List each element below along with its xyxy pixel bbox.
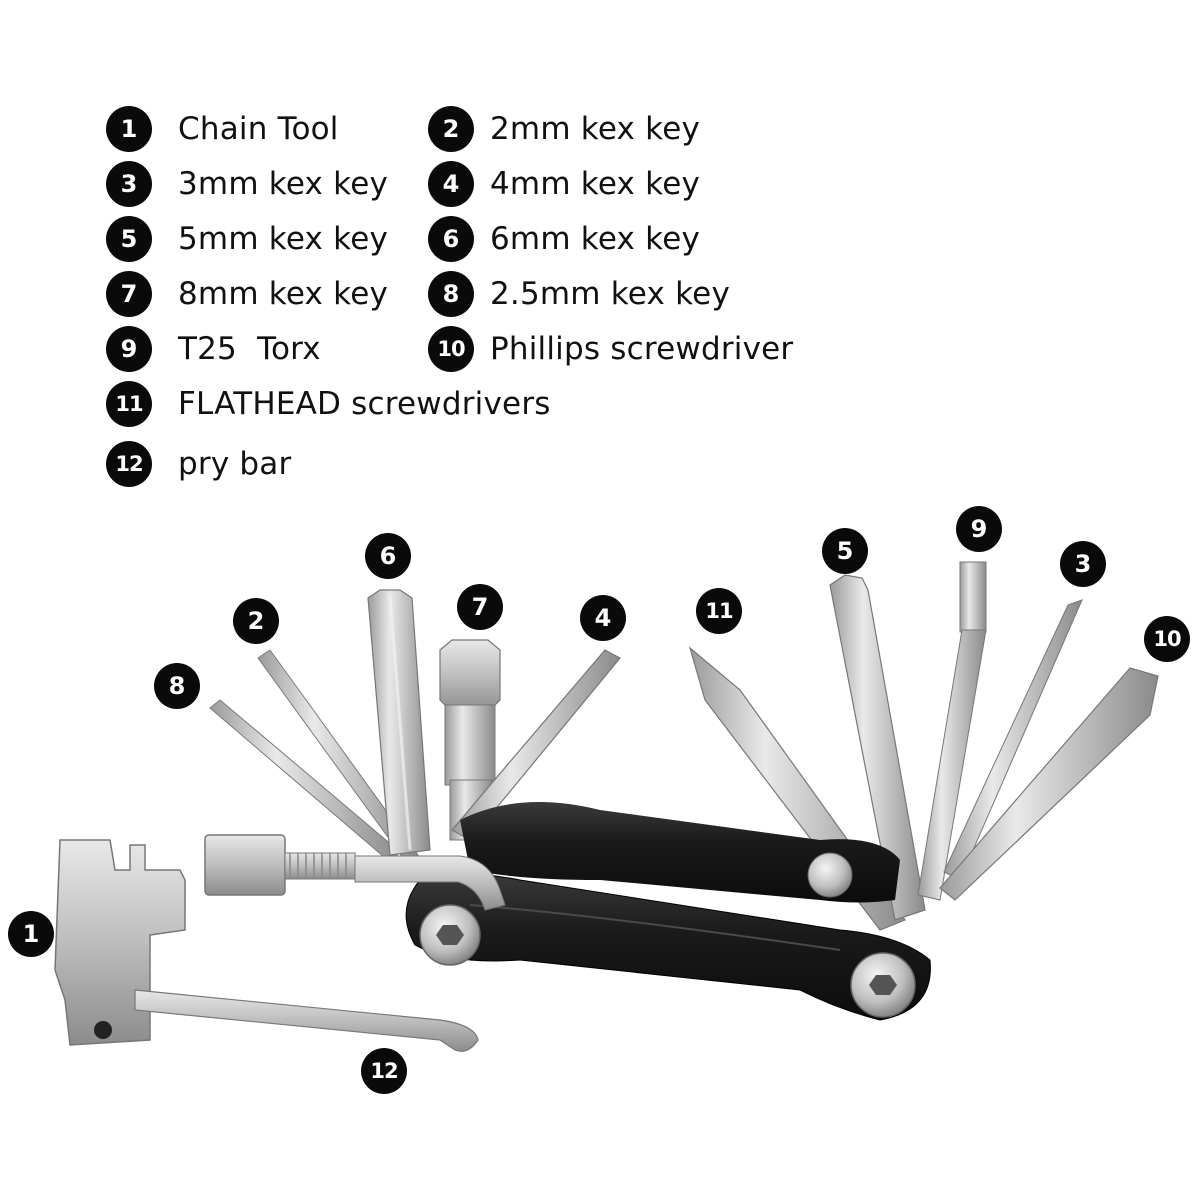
callout-6: 6 bbox=[365, 533, 411, 579]
bolt-upper bbox=[807, 852, 853, 898]
number-badge: 1 bbox=[106, 106, 152, 152]
callout-12: 12 bbox=[361, 1048, 407, 1094]
callout-4: 4 bbox=[580, 595, 626, 641]
legend-item-1: 1 Chain Tool bbox=[106, 105, 339, 153]
legend-label: 6mm kex key bbox=[490, 221, 701, 257]
legend-label: 4mm kex key bbox=[490, 166, 701, 202]
callout-10: 10 bbox=[1144, 616, 1190, 662]
number-badge: 3 bbox=[106, 161, 152, 207]
legend-item-4: 4 4mm kex key bbox=[428, 160, 700, 208]
legend-label: 8mm kex key bbox=[178, 276, 389, 312]
hex-key-5mm bbox=[829, 574, 926, 921]
hex-key-8mm bbox=[439, 639, 501, 841]
pry-bar bbox=[134, 989, 479, 1052]
tool-body bbox=[405, 802, 931, 1021]
number-badge: 6 bbox=[428, 216, 474, 262]
legend-label: T25 Torx bbox=[178, 331, 321, 367]
legend-item-9: 9 T25 Torx bbox=[106, 325, 321, 373]
callout-3: 3 bbox=[1060, 541, 1106, 587]
callout-2: 2 bbox=[233, 598, 279, 644]
hex-key-6mm bbox=[367, 589, 431, 856]
legend-label: 3mm kex key bbox=[178, 166, 389, 202]
legend-label: FLATHEAD screwdrivers bbox=[178, 386, 551, 422]
legend-label: pry bar bbox=[178, 446, 292, 482]
number-badge: 11 bbox=[106, 381, 152, 427]
legend-item-6: 6 6mm kex key bbox=[428, 215, 700, 263]
number-badge: 5 bbox=[106, 216, 152, 262]
number-badge: 12 bbox=[106, 441, 152, 487]
bolt-right bbox=[850, 952, 916, 1018]
number-badge: 9 bbox=[106, 326, 152, 372]
legend-label: 5mm kex key bbox=[178, 221, 389, 257]
callout-1: 1 bbox=[8, 911, 54, 957]
callout-11: 11 bbox=[696, 588, 742, 634]
legend-item-3: 3 3mm kex key bbox=[106, 160, 388, 208]
legend-label: 2.5mm kex key bbox=[490, 276, 730, 312]
multi-tool-illustration bbox=[54, 561, 1159, 1052]
phillips-screwdriver bbox=[939, 667, 1159, 901]
hex-key-2mm bbox=[257, 649, 419, 863]
legend-item-11: 11 FLATHEAD screwdrivers bbox=[106, 380, 551, 428]
legend-item-2: 2 2mm kex key bbox=[428, 105, 700, 153]
number-badge: 4 bbox=[428, 161, 474, 207]
number-badge: 7 bbox=[106, 271, 152, 317]
number-badge: 10 bbox=[428, 326, 474, 372]
number-badge: 8 bbox=[428, 271, 474, 317]
callout-9: 9 bbox=[956, 506, 1002, 552]
legend-label: Phillips screwdriver bbox=[490, 331, 794, 367]
number-badge: 2 bbox=[428, 106, 474, 152]
callout-8: 8 bbox=[154, 663, 200, 709]
legend-item-12: 12 pry bar bbox=[106, 440, 291, 488]
legend-label: 2mm kex key bbox=[490, 111, 701, 147]
legend-item-8: 8 2.5mm kex key bbox=[428, 270, 730, 318]
torx-t25 bbox=[917, 561, 987, 901]
callout-7: 7 bbox=[457, 584, 503, 630]
chain-tool bbox=[54, 834, 506, 1046]
legend-item-5: 5 5mm kex key bbox=[106, 215, 388, 263]
legend-label: Chain Tool bbox=[178, 111, 339, 147]
legend-item-10: 10 Phillips screwdriver bbox=[428, 325, 793, 373]
bolt-left bbox=[419, 904, 481, 966]
legend-item-7: 7 8mm kex key bbox=[106, 270, 388, 318]
callout-5: 5 bbox=[822, 528, 868, 574]
